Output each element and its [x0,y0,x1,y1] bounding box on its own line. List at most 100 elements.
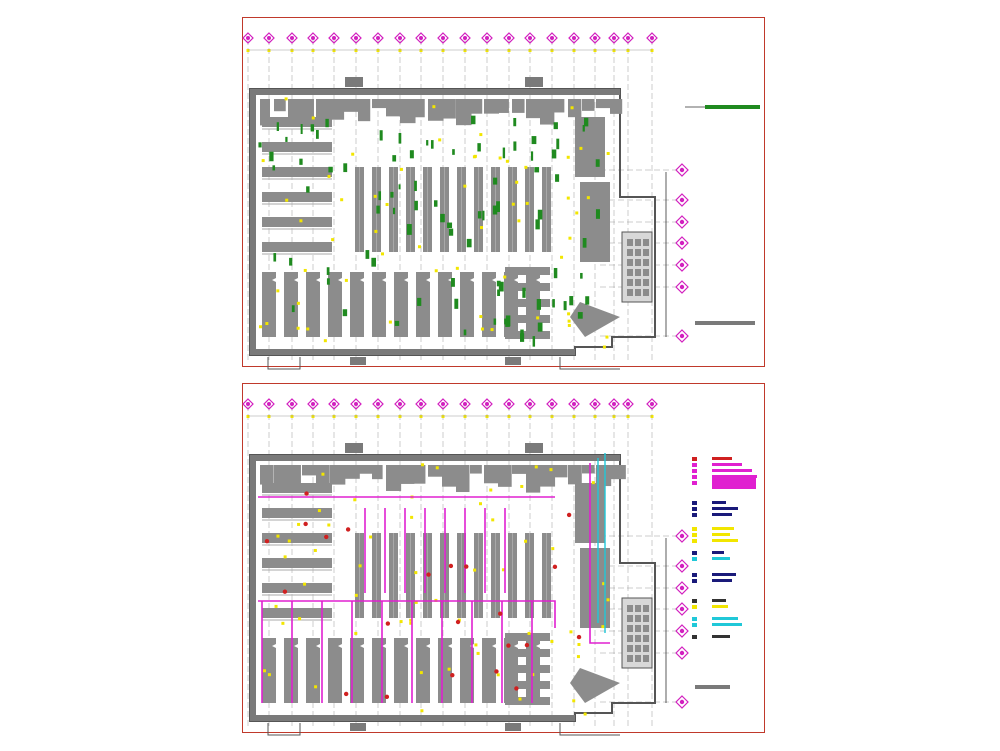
storage-rack [386,99,401,117]
valve-icon [450,672,455,678]
annotation-tag [303,582,307,586]
grid-bubble-icon [675,163,689,177]
grid-bubble-icon [437,32,449,44]
grid-bubble-icon [568,398,580,410]
annotation-tag [549,468,553,472]
annotation-tag [447,667,451,671]
fixture-label [595,159,600,167]
dimension-tick [485,415,489,418]
legend-text-bar [712,617,738,620]
legend-text-bar [712,579,732,582]
scale-bar [695,685,730,689]
fixture-label [371,257,377,267]
annotation-tag [353,498,357,502]
annotation-tag [575,211,579,215]
valve-icon [576,634,582,640]
grid-bubble-icon [372,398,384,410]
valve-icon [345,527,351,532]
fixture-label [531,136,537,145]
checkout-counter [505,697,550,705]
annotation-tag [517,219,521,223]
gondola-shelf [284,272,298,337]
grid-bubble-icon [622,32,634,44]
fixture-label [551,149,557,159]
legend-symbol [692,617,697,621]
fixture-label [580,272,583,279]
storage-rack [456,465,470,493]
annotation-tag [478,502,482,506]
annotation-tag [276,289,280,293]
annotation-tag [283,555,287,559]
grid-bubble-icon [589,398,601,410]
storage-rack [288,99,303,118]
entrance-canopy [525,443,543,453]
annotation-tag [351,152,355,156]
dimension-tick [290,415,294,418]
grid-bubble-icon [675,280,689,294]
legend-text-bar [712,513,732,516]
gondola-shelf [328,638,342,703]
checkout-counter [505,299,550,307]
storage-rack [372,99,387,109]
toilet-fixture [627,645,633,652]
fixture-label [505,320,510,327]
toilet-fixture [635,279,641,286]
legend-text-bar [712,457,732,460]
dimension-tick [650,49,654,52]
storage-rack [330,99,345,120]
fixture-label [498,281,504,292]
cold-room-shelf [262,483,332,493]
legend-text-bar [712,501,726,504]
annotation-tag [331,238,335,242]
fixture-label [532,336,536,347]
entrance-canopy [350,357,366,365]
toilet-fixture [635,605,641,612]
wall-top [250,89,620,95]
gondola-shelf [438,272,452,337]
dimension-tick [290,49,294,52]
storage-rack [498,99,509,113]
gondola-shelf [350,638,364,703]
annotation-tag [479,133,483,137]
grid-bubble-icon [350,398,362,410]
gondola-shelf [482,638,496,703]
annotation-tag [327,523,331,527]
dimension-tick [507,415,511,418]
annotation-tag [354,631,358,635]
grid-bubble-icon [524,32,536,44]
valve-icon [448,563,454,569]
fixture-label [552,299,555,308]
valve-icon [524,642,530,648]
valve-icon [455,619,461,625]
checkout-counter [505,267,550,275]
storage-rack [428,465,443,477]
annotation-tag [566,155,570,159]
annotation-tag [385,202,389,206]
toilet-fixture [643,249,649,256]
grid-bubble-icon [350,32,362,44]
dimension-tick [463,49,467,52]
annotation-tag [414,571,418,575]
fixture-label [326,278,330,285]
fixture-label [535,219,540,230]
wall-left [250,455,256,721]
gondola-shelf [416,272,430,337]
dimension-tick [650,415,654,418]
fixture-label [582,238,587,248]
fixture-label [447,222,453,228]
grid-bubble-icon [622,398,634,410]
site-edge [267,357,620,370]
valve-icon [385,621,391,626]
annotation-tag [287,539,291,543]
annotation-tag [567,323,571,327]
grid-bubble-icon [646,32,658,44]
entrance-canopy [525,77,543,87]
fixture-label [582,124,585,132]
annotation-tag [586,196,590,200]
cold-room-shelf [262,558,332,568]
toilet-fixture [643,289,649,296]
storage-rack [554,465,568,478]
cold-room-shelf [262,242,332,252]
gondola-shelf [306,272,320,337]
